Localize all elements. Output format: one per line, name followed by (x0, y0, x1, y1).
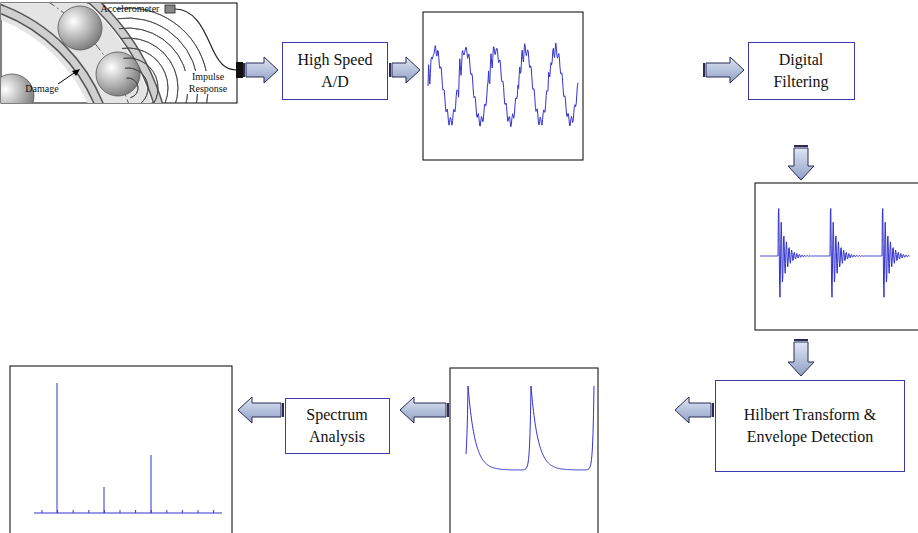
spectrum-tick (151, 510, 152, 513)
envelope-panel (450, 368, 598, 533)
impulse-wave (122, 48, 168, 103)
envelope-trace (466, 386, 594, 470)
box-label: Hilbert Transform & Envelope Detection (740, 404, 880, 447)
impulse-wave (125, 68, 148, 103)
spectrum-tick (166, 510, 167, 513)
flow-arrow (675, 397, 711, 423)
spectrum-tick (182, 510, 183, 513)
bearing-illustration (0, 0, 243, 398)
spectrum-tick (198, 510, 199, 513)
process-box: Digital Filtering (748, 42, 855, 100)
impulse-wave (127, 78, 138, 98)
raw-signal-panel (423, 12, 583, 160)
spectrum-tick (42, 510, 43, 513)
filtered-signal-trace (760, 209, 910, 298)
process-box: Hilbert Transform & Envelope Detection (715, 380, 905, 472)
impulse-wave (124, 58, 158, 103)
arrow-tail (703, 63, 705, 77)
spectrum-tick (57, 510, 58, 513)
arrow-tail (389, 63, 391, 77)
pitch-line (1, 3, 140, 103)
sensor-cable (175, 9, 237, 70)
bearing-drawing (1, 3, 237, 103)
box-label: Digital Filtering (759, 49, 843, 92)
flow-arrow (238, 397, 281, 423)
raw-vibration-trace (428, 43, 578, 127)
arrow-tail (794, 339, 808, 341)
impulse-wave (121, 38, 178, 103)
filtered-signal-panel (755, 183, 918, 330)
impulse-wave (119, 28, 188, 103)
outer-race (1, 3, 168, 103)
inner-race-face (1, 3, 112, 103)
part-label: Impulse Response (184, 71, 232, 94)
spectrum-baseline (34, 513, 222, 514)
flow-arrow (788, 148, 814, 180)
flow-arrow (706, 57, 744, 83)
damage-pointer-head (72, 69, 80, 76)
signal-traces (34, 43, 910, 513)
part-label: Accelerometer (96, 3, 164, 15)
spectrum-panel (10, 366, 232, 533)
box-label: High Speed A/D (293, 49, 377, 92)
spectrum-tick (88, 510, 89, 513)
rolling-ball (58, 6, 102, 50)
outer-race-face (1, 3, 168, 103)
cable-connector (236, 62, 243, 78)
part-label: Damage (24, 83, 60, 95)
box-label: Spectrum Analysis (293, 404, 381, 447)
spectrum-tick (104, 510, 105, 513)
arrow-tail (794, 145, 808, 147)
spectrum-peak (151, 455, 152, 513)
spectrum-peak (104, 487, 105, 513)
spectrum-tick (73, 510, 74, 513)
accelerometer-sensor (165, 5, 175, 13)
flow-arrow (246, 57, 278, 83)
arrow-tail (243, 63, 245, 77)
flow-arrow (392, 57, 420, 83)
flow-arrow (400, 397, 446, 423)
spectrum-peak (57, 383, 58, 513)
arrow-tail (712, 403, 714, 417)
spectrum-tick (135, 510, 136, 513)
arrow-tail (447, 403, 449, 417)
inner-race (1, 3, 112, 103)
spectrum-tick (213, 510, 214, 513)
process-box: Spectrum Analysis (285, 398, 390, 454)
flow-arrow (788, 342, 814, 376)
spectrum-tick (120, 510, 121, 513)
process-box: High Speed A/D (282, 42, 388, 100)
